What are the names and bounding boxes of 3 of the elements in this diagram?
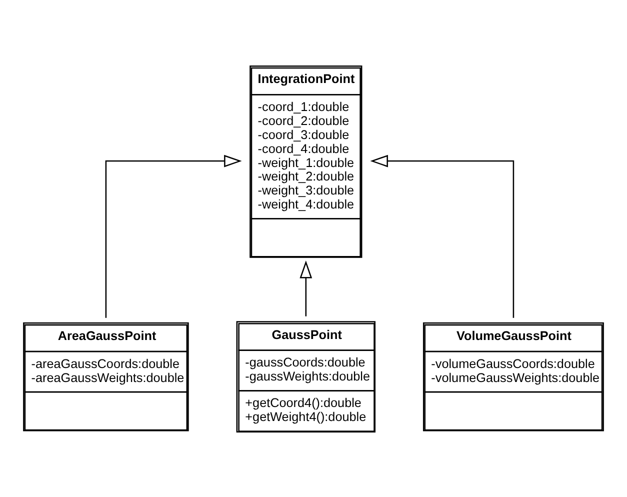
arrow xyxy=(300,260,312,316)
arrow xyxy=(105,154,242,318)
arrow xyxy=(370,154,514,318)
